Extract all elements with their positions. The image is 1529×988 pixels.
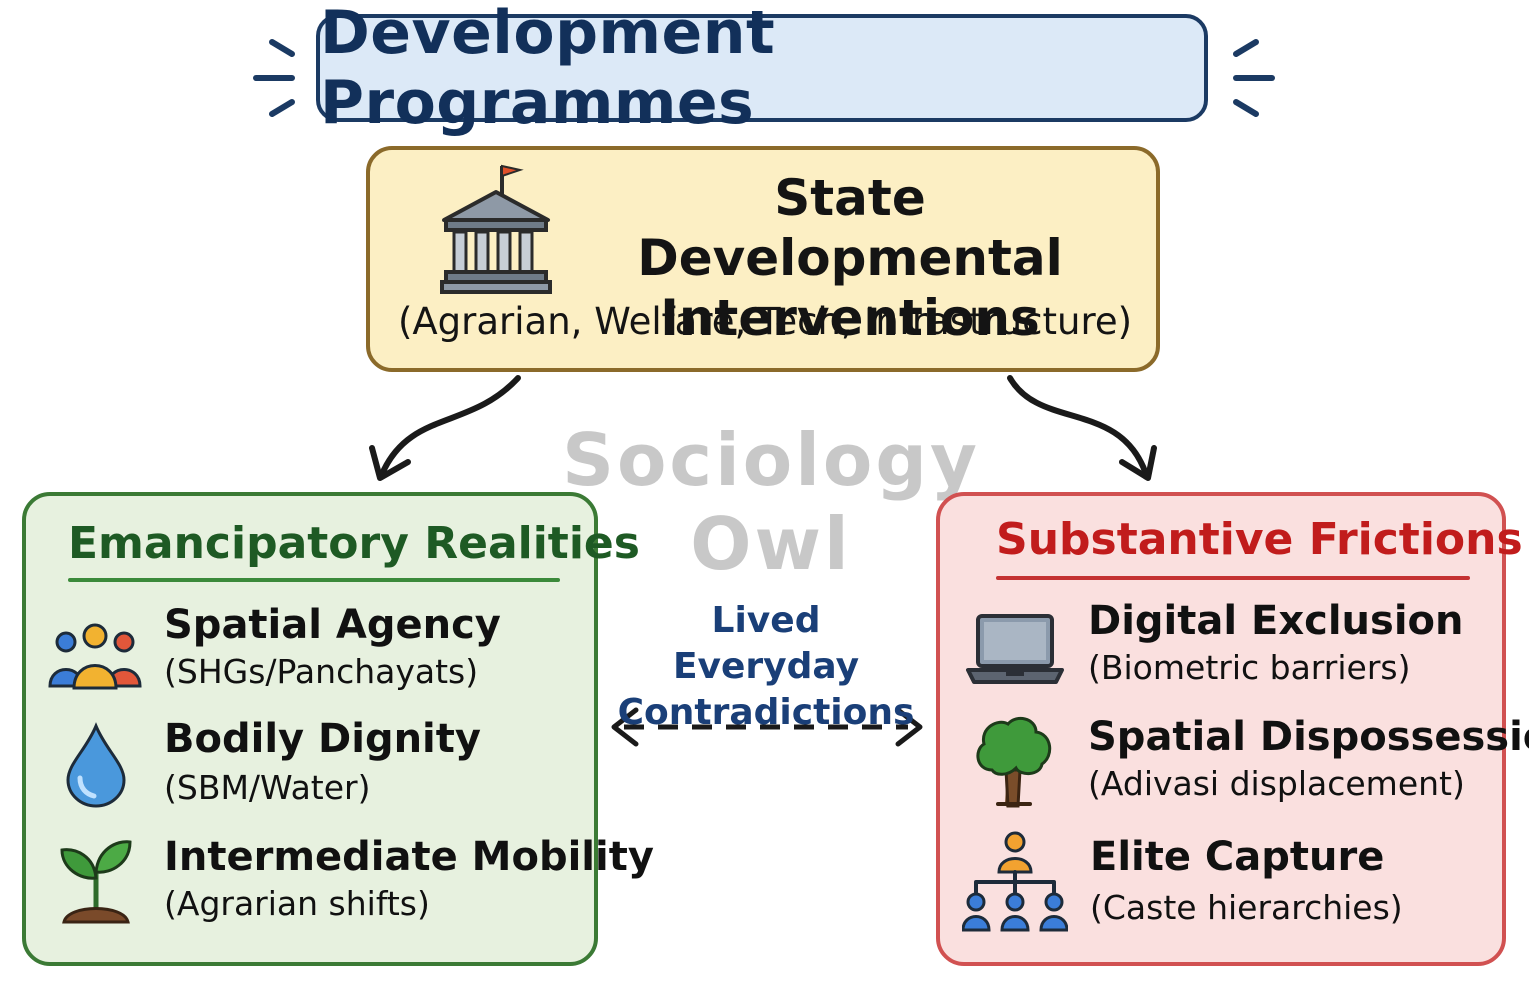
- arrow-head-right: [1119, 445, 1157, 481]
- state-title: State Developmental Interventions: [560, 168, 1140, 348]
- diagram-title: Development Programmes: [320, 0, 776, 138]
- item-spatial-dispossession-subtitle: (Adivasi displacement): [1088, 764, 1465, 803]
- laptop-icon: [966, 614, 1064, 684]
- item-digital-exclusion-title: Digital Exclusion: [1088, 598, 1464, 644]
- government-building-icon: [440, 164, 552, 294]
- arrow-to-right-panel: [1007, 375, 1149, 477]
- double-arrow-head-right: [895, 707, 923, 747]
- contradictions-line2: Contradictions: [617, 692, 915, 733]
- state-title-line1: State Developmental: [637, 169, 1063, 287]
- item-intermediate-mobility-title: Intermediate Mobility: [164, 834, 654, 880]
- hierarchy-icon: [962, 831, 1068, 932]
- item-elite-capture-title: Elite Capture: [1090, 834, 1385, 880]
- arrow-to-left-panel: [379, 375, 521, 477]
- item-bodily-dignity-title: Bodily Dignity: [164, 716, 481, 762]
- people-group-icon: [48, 623, 142, 690]
- double-arrow-head-left: [611, 707, 639, 747]
- state-interventions-box: State Developmental Interventions (Agrar…: [366, 146, 1160, 372]
- contradictions-line1: Lived Everyday: [672, 600, 860, 687]
- title-sparkle-right: [1233, 39, 1275, 117]
- emancipatory-realities-panel: Emancipatory Realities Spatial Agency (S…: [22, 492, 654, 966]
- tree-icon: [976, 716, 1052, 808]
- item-intermediate-mobility-subtitle: (Agrarian shifts): [164, 884, 430, 923]
- watermark: Sociology Owl: [562, 418, 980, 586]
- substantive-frictions-panel: Substantive Frictions Digital Exclusion …: [936, 492, 1529, 966]
- contradictions-label: Lived Everyday Contradictions: [616, 598, 916, 736]
- right-panel-heading: Substantive Frictions: [996, 514, 1523, 565]
- item-spatial-agency-subtitle: (SHGs/Panchayats): [164, 652, 479, 691]
- left-heading-underline: [68, 578, 560, 582]
- item-digital-exclusion-subtitle: (Biometric barriers): [1088, 648, 1411, 687]
- right-heading-underline: [996, 576, 1470, 580]
- item-bodily-dignity-subtitle: (SBM/Water): [164, 768, 371, 807]
- item-spatial-agency-title: Spatial Agency: [164, 602, 501, 648]
- title-box: Development Programmes: [316, 0, 1208, 138]
- title-sparkle-left: [253, 39, 295, 117]
- state-title-line2: Interventions: [660, 289, 1040, 347]
- state-subtitle: (Agrarian, Welfare, Tech, Infrastructure…: [397, 300, 1133, 343]
- water-drop-icon: [66, 722, 126, 808]
- item-spatial-dispossession-title: Spatial Dispossession: [1088, 714, 1529, 760]
- sprout-icon: [60, 840, 132, 924]
- item-elite-capture-subtitle: (Caste hierarchies): [1090, 888, 1403, 927]
- left-panel-heading: Emancipatory Realities: [68, 518, 640, 569]
- arrow-head-left: [369, 445, 411, 481]
